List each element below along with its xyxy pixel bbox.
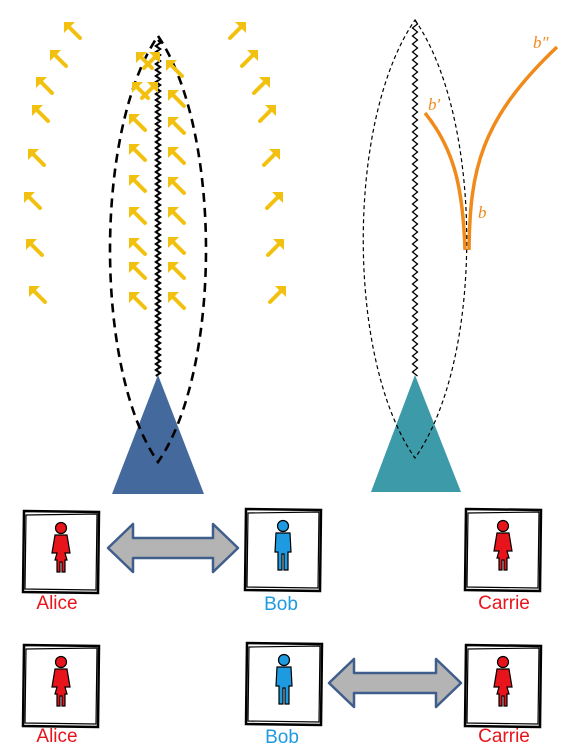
double-headed-arrow-icon <box>106 522 240 574</box>
left-panel <box>22 20 288 494</box>
yellow-arrow-icon <box>48 48 68 68</box>
yellow-arrow-icon <box>127 173 147 193</box>
alice-label-row1: Alice <box>36 593 77 614</box>
bob-label-row1: Bob <box>264 594 298 615</box>
double-headed-arrow-icon <box>327 657 463 709</box>
bob-label-row2: Bob <box>265 727 299 748</box>
yellow-arrow-icon <box>140 80 160 100</box>
yellow-arrow-icon <box>127 260 147 280</box>
yellow-arrow-icon <box>127 142 147 162</box>
carrie-label-row2: Carrie <box>478 726 530 747</box>
yellow-arrows-field <box>22 20 288 310</box>
carrie-card-row2 <box>463 643 543 729</box>
yellow-arrow-icon <box>127 112 147 132</box>
carrie-card-row1 <box>463 507 543 593</box>
right-panel: b b′ b″ <box>362 18 559 492</box>
left-wavy-line <box>154 39 162 377</box>
yellow-arrow-icon <box>265 190 285 210</box>
right-wavy-line <box>411 19 419 377</box>
branch-b-double-prime-label: b″ <box>533 33 550 52</box>
yellow-arrow-icon <box>27 284 47 304</box>
yellow-arrow-icon <box>166 235 186 255</box>
yellow-arrow-icon <box>266 237 286 257</box>
right-lens-dashed-outline <box>362 18 468 460</box>
yellow-arrow-icon <box>127 236 147 256</box>
yellow-arrow-icon <box>268 284 288 304</box>
alice-card-row2 <box>21 643 101 729</box>
scenario-row-1: Alice Bob Carrie <box>21 507 543 615</box>
yellow-arrow-icon <box>166 260 186 280</box>
yellow-arrow-icon <box>166 205 186 225</box>
branch-b-label: b <box>478 203 487 222</box>
yellow-arrow-icon <box>34 75 54 95</box>
left-lens-dashed-outline <box>108 33 208 465</box>
branch-b-prime-line <box>423 111 467 251</box>
scenario-row-2: Alice Bob Carrie <box>21 641 543 748</box>
bob-card-row2 <box>244 641 324 727</box>
yellow-arrow-icon <box>166 290 186 310</box>
carrie-label-row1: Carrie <box>478 593 530 614</box>
alice-label-row2: Alice <box>36 726 77 747</box>
bob-card-row1 <box>243 507 323 593</box>
yellow-arrow-icon <box>166 115 186 135</box>
yellow-arrow-icon <box>252 75 272 95</box>
yellow-arrow-icon <box>240 48 260 68</box>
yellow-arrow-icon <box>228 20 248 40</box>
yellow-arrow-icon <box>26 147 46 167</box>
yellow-arrow-icon <box>166 175 186 195</box>
yellow-arrow-icon <box>262 147 282 167</box>
yellow-arrow-icon <box>30 103 50 123</box>
yellow-arrow-icon <box>166 145 186 165</box>
yellow-arrow-icon <box>258 103 278 123</box>
yellow-arrow-icon <box>166 88 186 108</box>
right-triangle <box>371 375 461 492</box>
yellow-arrow-icon <box>127 290 147 310</box>
alice-card-row1 <box>21 509 101 595</box>
yellow-arrow-icon <box>22 190 42 210</box>
branch-b-prime-label: b′ <box>428 95 441 114</box>
yellow-arrow-icon <box>127 205 147 225</box>
left-triangle <box>112 375 204 494</box>
branch-b-double-prime-line <box>467 45 559 251</box>
yellow-arrow-icon <box>24 237 44 257</box>
yellow-arrow-icon <box>62 20 82 40</box>
yellow-arrow-icon <box>164 58 184 78</box>
